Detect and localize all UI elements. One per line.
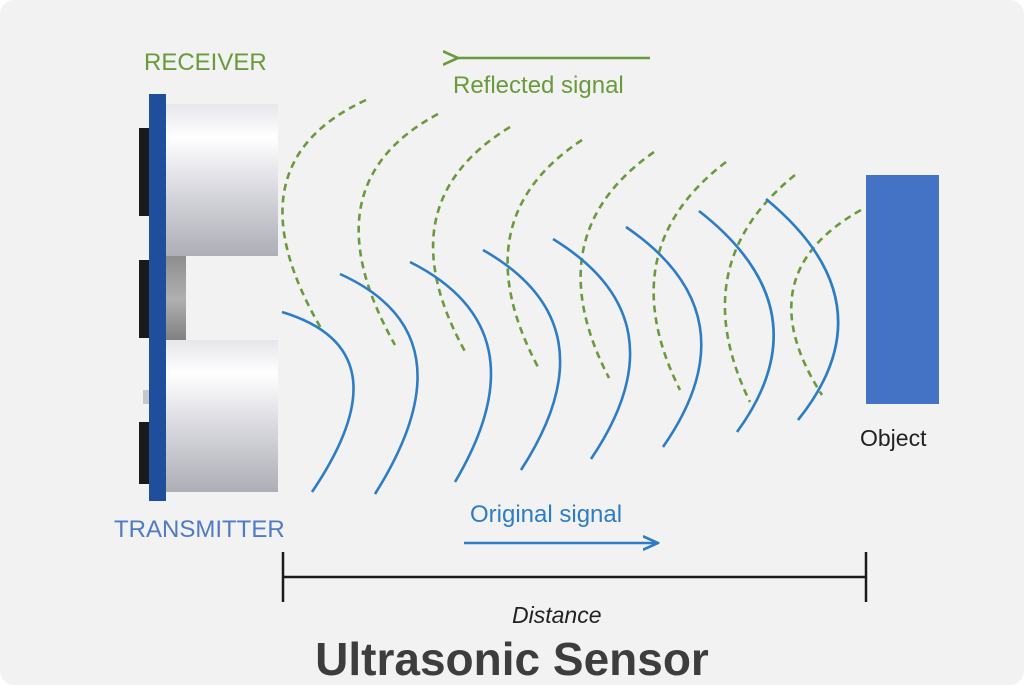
original-wave: [409, 260, 493, 483]
object-block-icon: [866, 175, 939, 404]
reflected-wave-group: [281, 98, 862, 403]
original-signal-label: Original signal: [470, 501, 623, 528]
receiver-label: RECEIVER: [144, 49, 267, 76]
original-wave: [482, 248, 562, 471]
original-wave: [339, 272, 419, 495]
reflected-wave: [723, 173, 796, 403]
reflected-wave: [652, 160, 727, 391]
original-wave: [281, 310, 355, 493]
distance-label: Distance: [512, 602, 602, 628]
crystal-component: [166, 252, 186, 346]
reflected-wave: [506, 138, 583, 368]
ultrasonic-sensor-icon: [139, 94, 278, 501]
transmitter-cylinder: [166, 340, 278, 492]
object-label: Object: [860, 425, 927, 451]
diagram-title: Ultrasonic Sensor: [315, 633, 709, 685]
reflected-wave: [431, 125, 511, 356]
original-wave: [552, 237, 632, 460]
reflected-wave: [281, 98, 367, 331]
receiver-cylinder: [166, 104, 278, 256]
original-wave: [698, 209, 775, 433]
original-wave: [765, 197, 840, 421]
sensor-board: [149, 94, 166, 501]
distance-bracket: [281, 552, 868, 602]
reflected-signal-label: Reflected signal: [453, 72, 624, 99]
transmitter-label: TRANSMITTER: [114, 516, 285, 543]
reflected-wave: [579, 150, 655, 379]
reflected-wave: [790, 208, 862, 396]
original-wave-group: [281, 197, 840, 495]
reflected-wave: [357, 112, 439, 346]
original-wave: [625, 225, 703, 448]
